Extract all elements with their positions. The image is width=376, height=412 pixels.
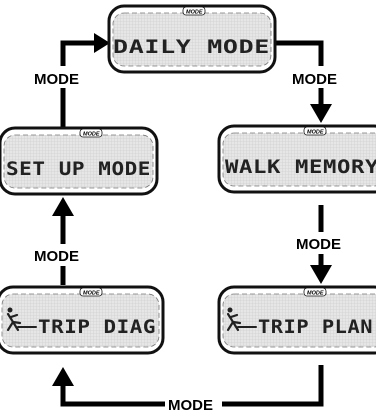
mode-badge-text: MODE xyxy=(307,130,324,136)
arrow-tripplan-to-tripdiag xyxy=(60,365,324,407)
lcd-screen-daily: MODE DAILY MODE xyxy=(107,4,277,74)
mode-badge xyxy=(303,126,327,136)
lcd-screen-trip-diag: MODE TRIP DIAG xyxy=(0,285,165,355)
mode-badge-text: MODE xyxy=(83,132,100,138)
label-mode-bottom: MODE xyxy=(168,397,213,412)
lcd-text-walk-memory: WALK MEMORY xyxy=(225,156,376,178)
arrowhead-up-setup xyxy=(52,197,74,216)
lcd-text-trip-diag: TRIP DIAG xyxy=(38,316,156,338)
mode-badge xyxy=(79,128,103,138)
label-mode-top-right: MODE xyxy=(292,71,337,88)
label-mode-top-left: MODE xyxy=(34,71,79,88)
arrow-heads xyxy=(52,33,332,386)
mode-badge-text: MODE xyxy=(83,291,100,297)
arrowhead-down-tripplan xyxy=(310,265,332,284)
arrowhead-down-walk xyxy=(310,104,332,123)
walking-person-icon xyxy=(226,307,257,332)
arrowhead-up-tripdiag xyxy=(52,367,74,386)
label-mode-left-middle: MODE xyxy=(34,248,79,265)
lcd-text-trip-plan: TRIP PLAN xyxy=(258,316,373,338)
lcd-text-setup: SET UP MODE xyxy=(6,158,151,180)
lcd-screen-walk-memory: MODE WALK MEMORY xyxy=(217,124,376,194)
walking-person-icon xyxy=(6,307,37,332)
label-mode-right-middle: MODE xyxy=(296,236,341,253)
lcd-screen-setup: MODE SET UP MODE xyxy=(0,126,159,196)
transition-labels: MODE MODE MODE MODE MODE xyxy=(30,66,354,412)
mode-badge xyxy=(79,287,103,297)
mode-badge-text: MODE xyxy=(307,291,324,297)
mode-badge xyxy=(303,287,327,297)
lcd-text-daily: DAILY MODE xyxy=(113,36,270,58)
mode-badge xyxy=(182,6,206,16)
lcd-screen-trip-plan: MODE TRIP PLAN xyxy=(217,285,376,355)
mode-badge-text: MODE xyxy=(186,10,203,16)
arrow-setup-to-daily xyxy=(60,40,96,128)
arrowhead-right-daily xyxy=(94,33,110,53)
